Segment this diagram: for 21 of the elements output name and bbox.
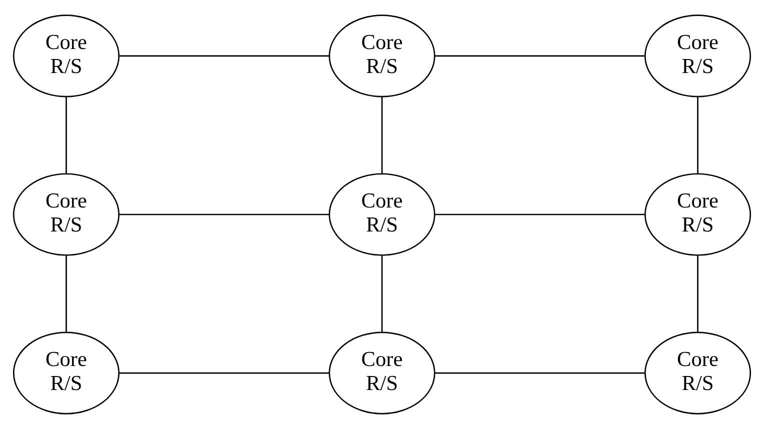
connector	[435, 372, 645, 374]
connector	[435, 213, 645, 215]
connector	[381, 96, 383, 174]
node-ellipse: Core R/S	[12, 172, 120, 256]
node-ellipse: Core R/S	[644, 172, 752, 256]
connector	[435, 54, 645, 56]
node-ellipse: Core R/S	[328, 331, 436, 414]
node-ellipse: Core R/S	[644, 331, 752, 414]
connector	[119, 54, 330, 56]
connector	[66, 254, 67, 332]
node-ellipse: Core R/S	[12, 14, 120, 97]
connector	[119, 213, 330, 215]
node-ellipse: Core R/S	[12, 331, 120, 414]
node-ellipse: Core R/S	[328, 14, 436, 97]
node-ellipse: Core R/S	[328, 172, 436, 256]
connector	[119, 372, 330, 374]
connector	[66, 96, 67, 174]
connector	[381, 254, 383, 332]
connector	[697, 254, 698, 332]
node-ellipse: Core R/S	[644, 14, 752, 97]
connector	[697, 96, 698, 174]
